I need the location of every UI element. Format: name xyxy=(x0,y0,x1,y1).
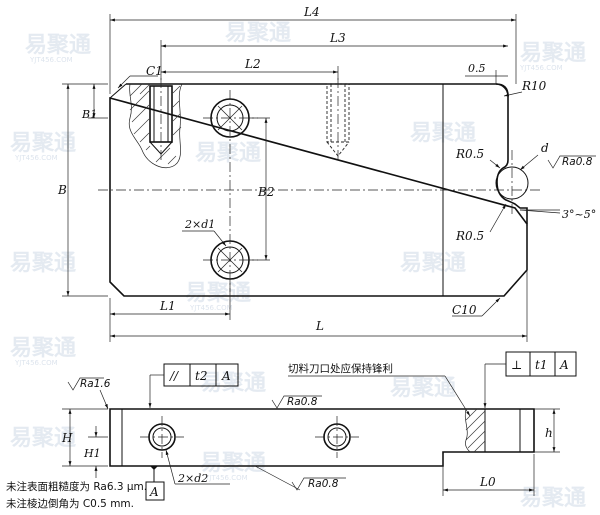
roughness-symbol-bottom: Ra0.8 xyxy=(254,465,346,491)
svg-text:易聚通: 易聚通 xyxy=(200,371,266,396)
dim-L1: L1 xyxy=(159,299,176,313)
top-view: L4 L3 L2 C1 0.5 R10 B B1 B2 2×d1 xyxy=(57,5,596,342)
svg-text:Ra0.8: Ra0.8 xyxy=(287,396,318,408)
notch-outline xyxy=(496,152,528,224)
svg-text:易聚通: 易聚通 xyxy=(10,131,76,156)
svg-text:YJT456.COM: YJT456.COM xyxy=(204,474,248,482)
svg-text:易聚通: 易聚通 xyxy=(195,141,261,166)
watermark: 易聚通 YJT456.COM 易聚通 易聚通 YJT456.COM 易聚通 YJ… xyxy=(10,21,586,511)
svg-text:易聚通: 易聚通 xyxy=(225,21,291,46)
svg-text:易聚通: 易聚通 xyxy=(390,376,456,401)
dim-2xd2: 2×d2 xyxy=(177,472,208,485)
svg-text:Ra1.6: Ra1.6 xyxy=(80,378,111,390)
svg-text://: // xyxy=(169,369,180,383)
dim-R0.5-bottom: R0.5 xyxy=(455,229,484,243)
front-view: // t2 A Ra1.6 切料刀口处应保持锋利 ⊥ t1 A xyxy=(61,351,577,501)
roughness-symbol-left: Ra1.6 xyxy=(67,377,111,410)
dim-C10: C10 xyxy=(452,303,477,317)
dim-h: h xyxy=(545,426,553,440)
svg-text:Ra0.8: Ra0.8 xyxy=(308,478,339,490)
dim-2xd1: 2×d1 xyxy=(184,218,215,231)
edge-note: 切料刀口处应保持锋利 xyxy=(288,362,393,375)
datum-symbol: A xyxy=(145,466,165,501)
edge-hatch xyxy=(465,408,486,453)
roughness-symbol-top: Ra0.8 xyxy=(547,155,596,169)
svg-text:易聚通: 易聚通 xyxy=(400,251,466,276)
dim-H: H xyxy=(61,431,73,445)
svg-text:⊥: ⊥ xyxy=(511,358,522,372)
svg-text:t1: t1 xyxy=(535,358,547,372)
roughness-symbol-surface: Ra0.8 xyxy=(271,395,322,409)
note-roughness: 未注表面粗糙度为 Ra6.3 μm. xyxy=(6,480,147,493)
section-hatch xyxy=(129,83,182,165)
dim-R0.5-top: R0.5 xyxy=(455,147,484,161)
svg-text:易聚通: 易聚通 xyxy=(10,251,76,276)
svg-text:YJT456.COM: YJT456.COM xyxy=(189,304,233,312)
svg-text:A: A xyxy=(221,369,231,383)
svg-text:t2: t2 xyxy=(195,369,207,383)
dim-R10: R10 xyxy=(521,79,547,93)
svg-text:A: A xyxy=(149,485,159,499)
dim-B: B xyxy=(57,183,67,197)
dim-d: d xyxy=(541,141,549,155)
svg-text:易聚通: 易聚通 xyxy=(200,451,266,476)
dim-L3: L3 xyxy=(329,31,346,45)
svg-text:易聚通: 易聚通 xyxy=(520,41,586,66)
dim-B1: B1 xyxy=(81,108,97,121)
dim-B2: B2 xyxy=(257,185,274,199)
svg-text:YJT456.COM: YJT456.COM xyxy=(14,154,58,162)
dim-C1: C1 xyxy=(146,64,163,78)
svg-text:易聚通: 易聚通 xyxy=(10,336,76,361)
note-chamfer: 未注棱边倒角为 C0.5 mm. xyxy=(6,497,134,510)
dim-L0: L0 xyxy=(479,475,496,489)
svg-text:Ra0.8: Ra0.8 xyxy=(562,156,593,168)
parallelism-tolerance-frame: // t2 A xyxy=(148,363,239,408)
perpendicularity-tolerance-frame: ⊥ t1 A xyxy=(483,351,577,408)
svg-text:易聚通: 易聚通 xyxy=(185,281,251,306)
front-outline xyxy=(109,408,535,467)
svg-text:易聚通: 易聚通 xyxy=(25,33,91,58)
dim-0.5: 0.5 xyxy=(468,62,486,75)
dim-angle: 3°~5° xyxy=(562,208,596,221)
dim-H1: H1 xyxy=(83,447,101,460)
svg-text:易聚通: 易聚通 xyxy=(10,426,76,451)
dim-L: L xyxy=(315,319,324,333)
svg-text:YJT456.COM: YJT456.COM xyxy=(29,56,73,64)
svg-text:YJT456.COM: YJT456.COM xyxy=(519,64,563,72)
svg-text:YJT456.COM: YJT456.COM xyxy=(14,359,58,367)
dim-L2: L2 xyxy=(244,57,261,71)
svg-text:A: A xyxy=(559,358,569,372)
dim-L4: L4 xyxy=(303,5,320,19)
